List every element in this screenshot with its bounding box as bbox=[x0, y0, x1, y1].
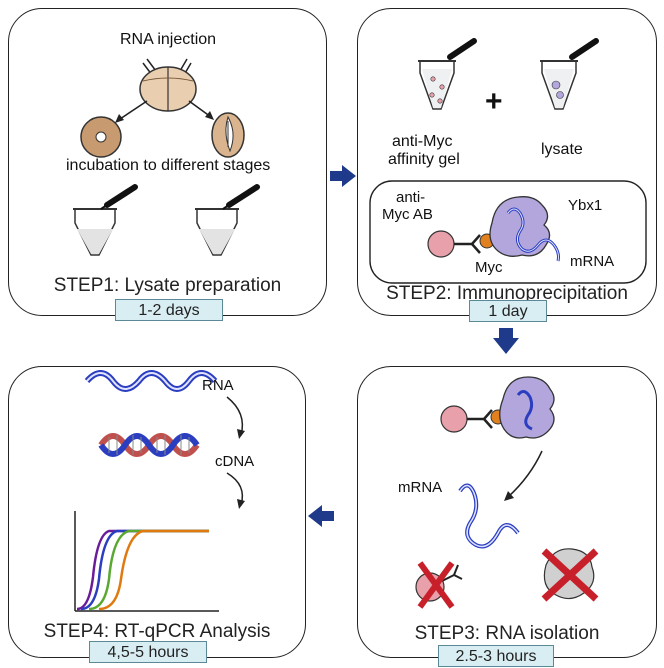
blastula-embryo-icon bbox=[80, 116, 122, 158]
mrna-label: mRNA bbox=[398, 479, 443, 496]
step1-illustration bbox=[73, 58, 260, 256]
incubation-label: incubation to different stages bbox=[66, 157, 271, 174]
step4-duration-badge: 4,5-5 hours bbox=[89, 641, 207, 663]
amplification-curve-orange bbox=[98, 529, 209, 611]
anti-myc-gel-label-line2: affinity gel bbox=[388, 151, 460, 168]
anti-myc-gel-label-line1: anti-Myc bbox=[392, 133, 453, 150]
two-cell-embryo-icon bbox=[139, 66, 197, 112]
step1-title: STEP1: Lysate preparation bbox=[53, 275, 282, 296]
affinity-bead-icon bbox=[427, 230, 455, 258]
lysate-tube-left-icon bbox=[73, 184, 138, 256]
antibody-icon bbox=[454, 234, 481, 254]
step2-illustration bbox=[369, 38, 647, 284]
step4-title: STEP4: RT-qPCR Analysis bbox=[43, 621, 271, 642]
anti-myc-ab-label-line1: anti- bbox=[396, 189, 426, 206]
amplification-curve-purple bbox=[76, 529, 209, 611]
step1-panel: RNA injection incubation to different st… bbox=[8, 8, 327, 321]
step2-panel: anti-Myc affinity gel + lysate anti- Myc… bbox=[357, 8, 657, 322]
ybx1-protein-icon bbox=[499, 376, 555, 439]
step3-title: STEP3: RNA isolation bbox=[414, 623, 600, 644]
amplification-curve-green bbox=[88, 529, 209, 611]
step2-duration-badge: 1 day bbox=[469, 300, 547, 322]
lysate-tube-icon bbox=[540, 38, 599, 110]
step3-panel: mRNA STEP3: RNA isolation 2.5-3 hours bbox=[357, 366, 657, 667]
arrow-down-icon bbox=[493, 328, 519, 354]
discarded-protein-icon bbox=[541, 548, 599, 602]
affinity-gel-tube-icon bbox=[418, 38, 477, 110]
step1-duration-badge: 1-2 days bbox=[115, 299, 223, 321]
cdna-double-helix-icon bbox=[98, 433, 200, 457]
myc-label: Myc bbox=[475, 259, 503, 276]
rna-label: RNA bbox=[202, 377, 234, 394]
arrow-right-icon bbox=[330, 165, 356, 187]
anti-myc-ab-label-line2: Myc AB bbox=[382, 206, 433, 223]
lysate-label: lysate bbox=[541, 141, 583, 158]
ybx1-label: Ybx1 bbox=[568, 197, 603, 214]
ip-complex-box bbox=[369, 180, 647, 284]
step4-panel: RNA cDNA STEP4: RT-qPCR Analysis 4,5-5 h… bbox=[8, 366, 306, 663]
neurula-embryo-icon bbox=[211, 112, 245, 158]
step4-illustration bbox=[74, 370, 245, 612]
plus-sign: + bbox=[485, 85, 503, 118]
step2-title: STEP2: Immunoprecipitation bbox=[386, 283, 628, 304]
cdna-label: cDNA bbox=[215, 453, 255, 470]
mrna-label: mRNA bbox=[570, 253, 615, 270]
affinity-bead-icon bbox=[440, 405, 468, 433]
amplification-curve-blue bbox=[80, 529, 209, 611]
arrow-left-icon bbox=[308, 505, 334, 527]
ybx1-protein-icon bbox=[489, 196, 551, 257]
discarded-bead-icon bbox=[415, 561, 463, 609]
step3-duration-badge: 2.5-3 hours bbox=[438, 645, 554, 667]
step3-illustration bbox=[415, 376, 599, 609]
lysate-tube-right-icon bbox=[195, 184, 260, 256]
rna-injection-label: RNA injection bbox=[120, 31, 217, 48]
